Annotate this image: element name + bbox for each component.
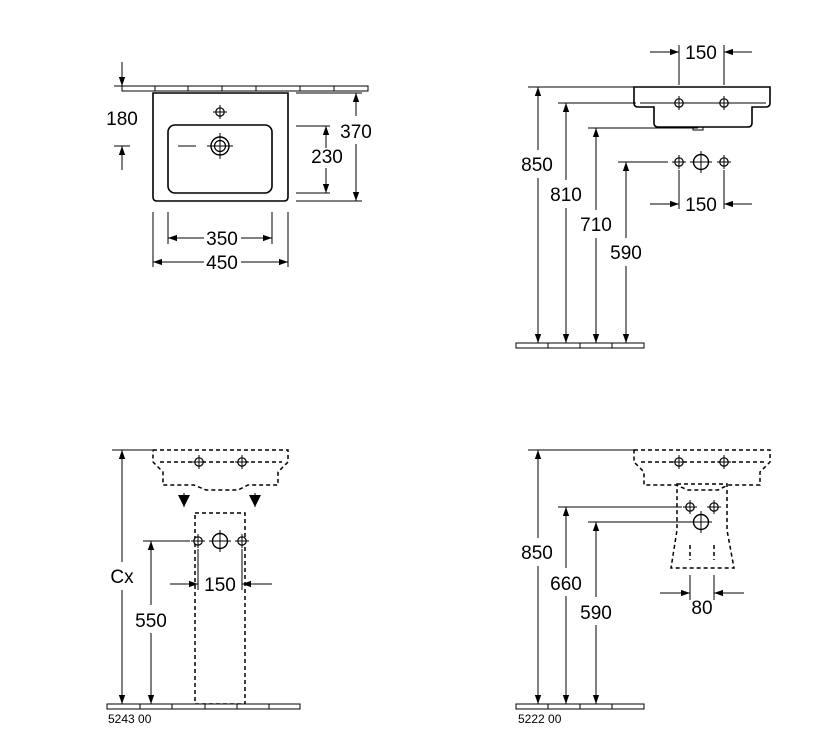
product-code-semipedestal: 5222 00 xyxy=(518,712,562,726)
semipedestal-dashed-outline xyxy=(670,483,735,569)
dim-width-inner: 350 xyxy=(206,229,238,250)
tap-hole-right-icon xyxy=(716,95,732,111)
dim-hole-spacing-bottom: 150 xyxy=(685,195,717,216)
dim-depth-inner: 230 xyxy=(311,147,343,168)
dim-semipedestal-spacing: 80 xyxy=(691,598,712,619)
tap-hole-left-icon xyxy=(671,95,687,111)
bowl-outline xyxy=(167,124,273,194)
dim-pedestal-supply-height: 550 xyxy=(135,611,167,632)
basin-tap-left-icon xyxy=(191,454,207,470)
floor-strip xyxy=(515,342,645,349)
floor-strip xyxy=(515,703,645,710)
wall-strip xyxy=(121,85,369,92)
dim-rim-height: 850 xyxy=(521,155,553,176)
dim-underside-height: 810 xyxy=(550,185,582,206)
semipedestal-drain-icon xyxy=(689,510,713,534)
supply-right-icon xyxy=(716,154,732,170)
floor-strip xyxy=(106,703,301,710)
dim-faucet-depth: 180 xyxy=(106,109,138,130)
side-view: 150 150 850 810 710 590 xyxy=(515,43,771,349)
top-view: 180 370 230 350 450 xyxy=(106,62,372,274)
semipedestal-view: 850 660 590 80 5222 00 xyxy=(515,449,771,726)
faucet-hole-icon xyxy=(212,104,228,120)
dim-hole-spacing-top: 150 xyxy=(685,43,717,64)
basin-side-outline xyxy=(633,86,771,128)
dim-semipedestal-supply-height: 660 xyxy=(550,574,582,595)
basin-tap-right-icon xyxy=(716,454,732,470)
basin-outline xyxy=(152,92,289,202)
dim-supply-height: 590 xyxy=(610,243,642,264)
semipedestal-supply-left-icon xyxy=(682,499,698,515)
pedestal-supply-left-icon xyxy=(190,533,206,549)
dim-semipedestal-drain-height: 590 xyxy=(580,603,612,624)
dim-depth-outer: 370 xyxy=(340,122,372,143)
semipedestal-supply-right-icon xyxy=(706,499,722,515)
drain-icon xyxy=(207,133,233,159)
basin-tap-left-icon xyxy=(671,454,687,470)
pedestal-supply-right-icon xyxy=(234,533,250,549)
dim-pedestal-supply-spacing: 150 xyxy=(204,575,236,596)
supply-left-icon xyxy=(671,154,687,170)
basin-dashed-outline xyxy=(152,449,289,491)
dim-width-outer: 450 xyxy=(206,253,238,274)
basin-dashed-outline xyxy=(633,449,771,491)
pedestal-view: Cx 550 150 5243 00 xyxy=(106,449,301,726)
dim-cx: Cx xyxy=(110,567,134,588)
dim-outlet-height: 710 xyxy=(580,215,612,236)
pedestal-drain-icon xyxy=(208,529,232,553)
product-code-pedestal: 5243 00 xyxy=(108,712,152,726)
basin-tap-right-icon xyxy=(234,454,250,470)
dim-semipedestal-rim-height: 850 xyxy=(521,543,553,564)
drain-connection-icon xyxy=(689,150,713,174)
